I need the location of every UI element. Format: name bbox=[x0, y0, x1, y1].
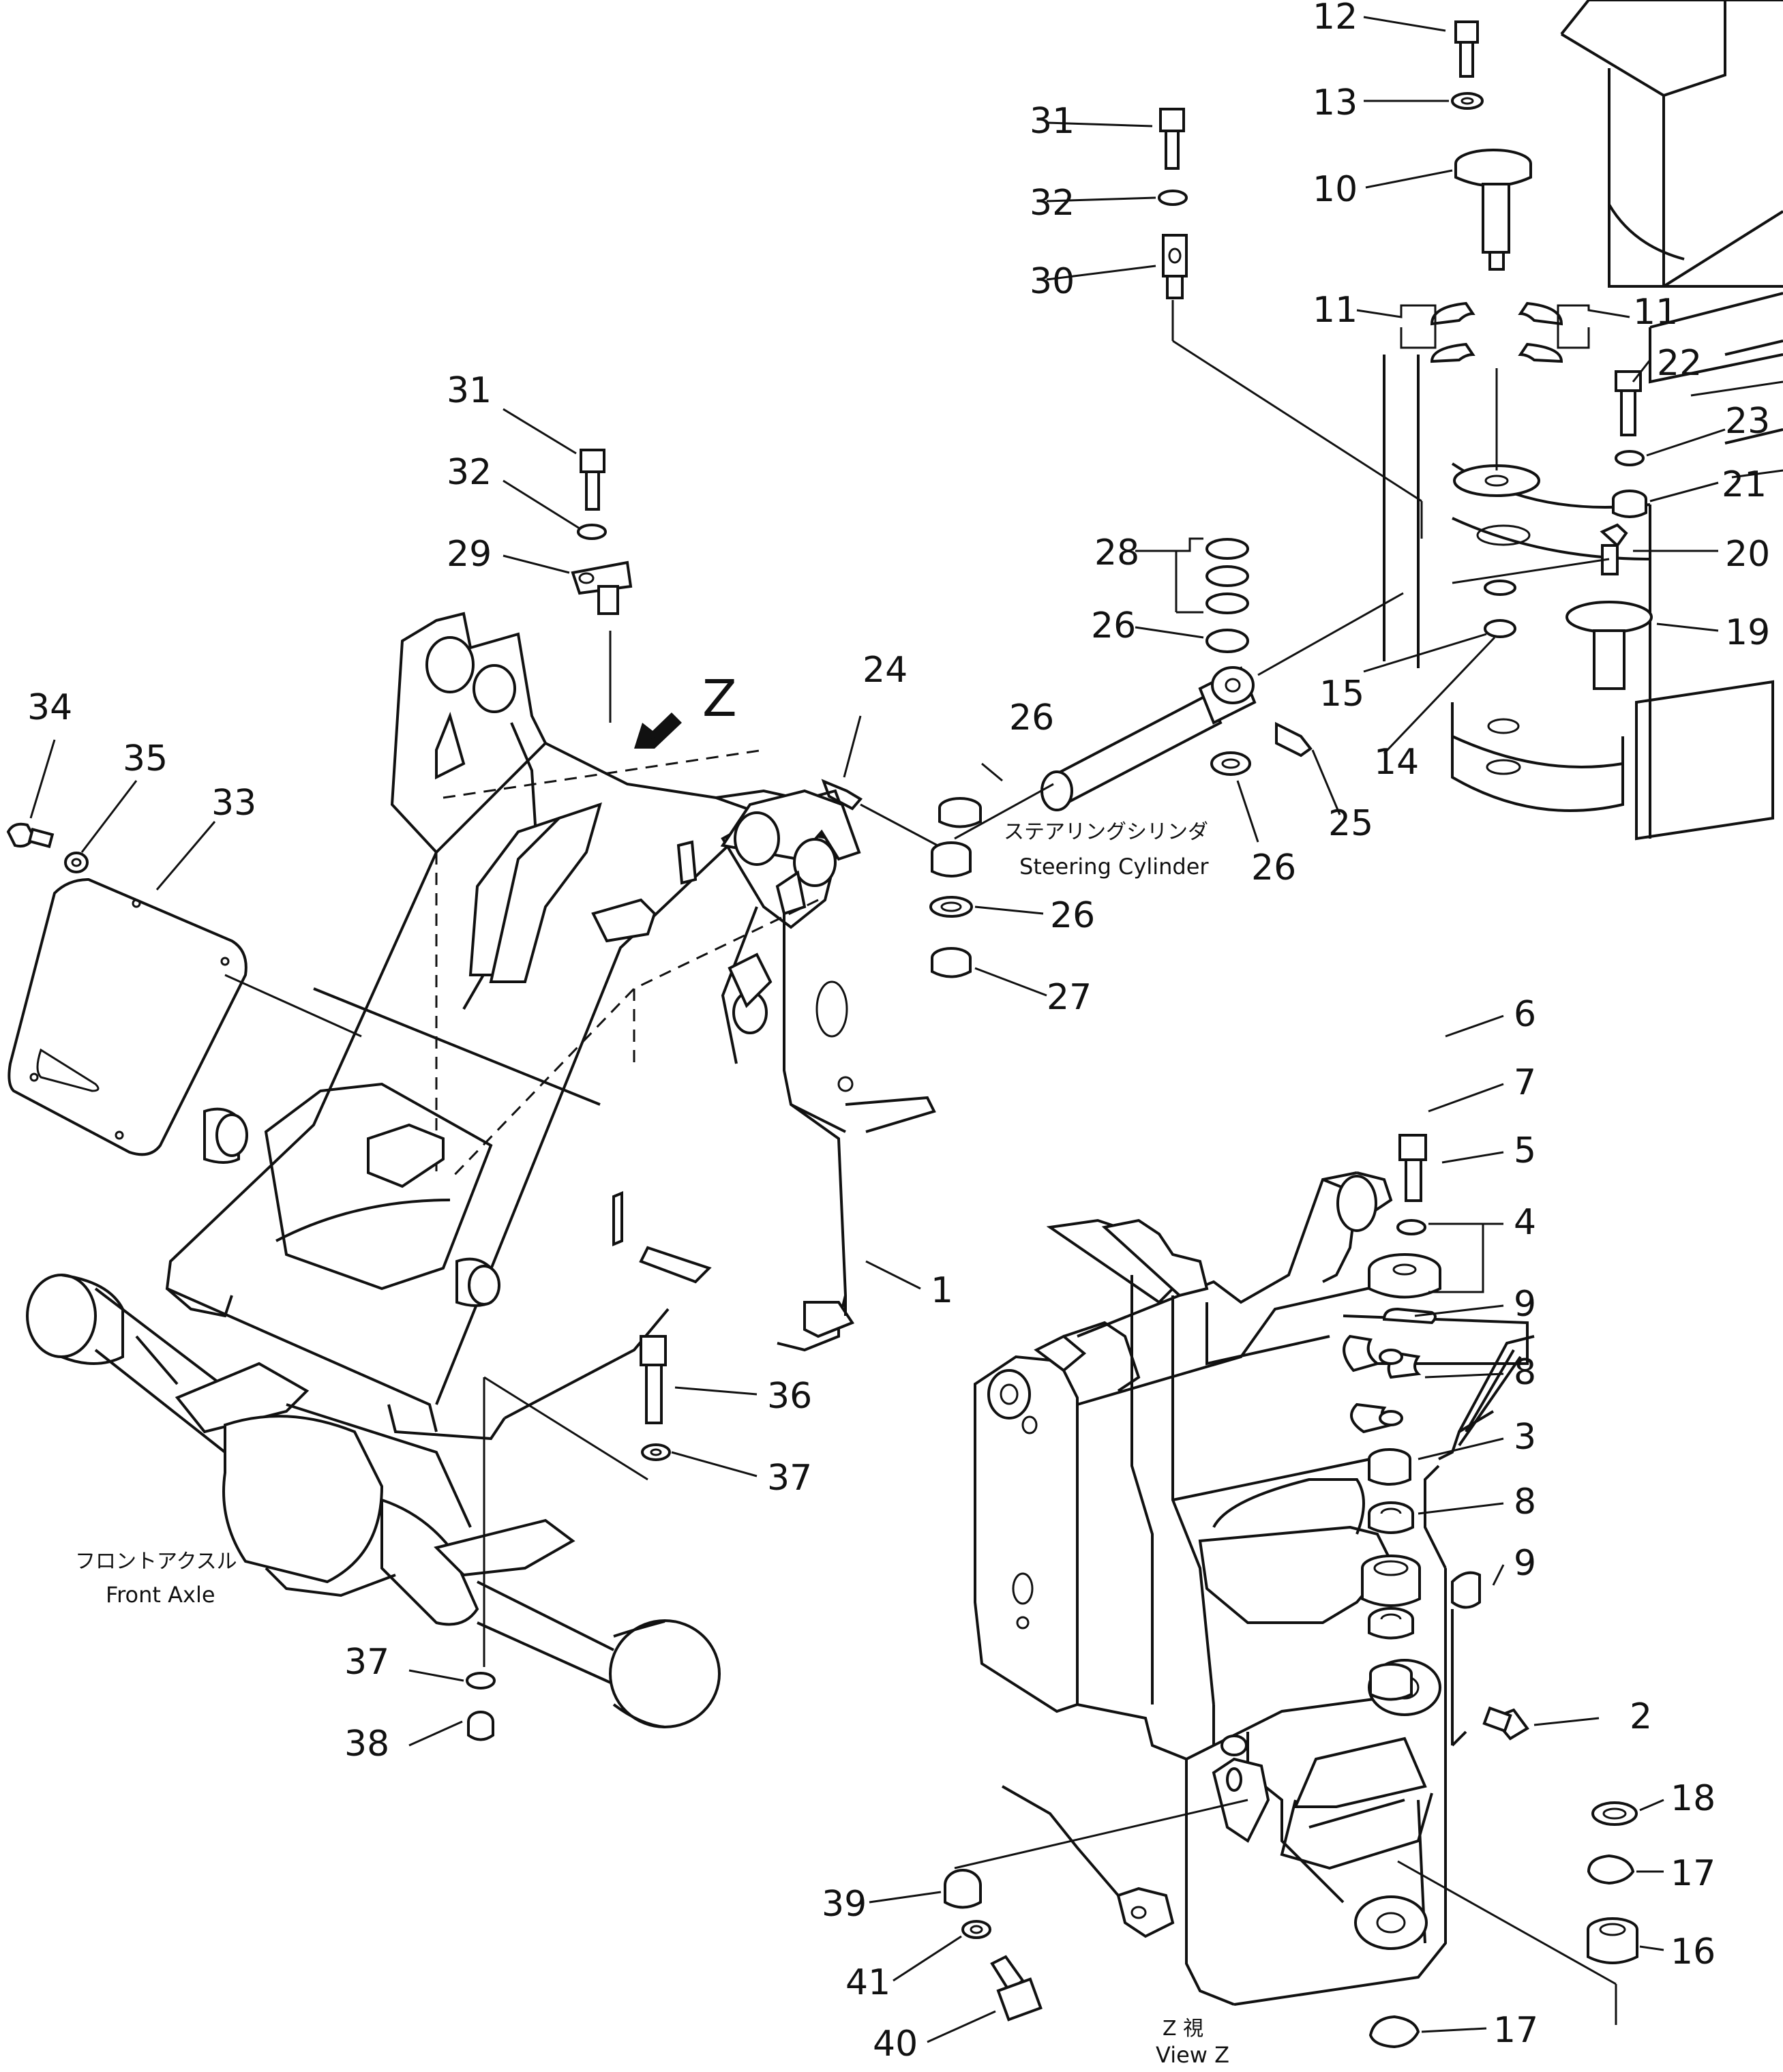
callout-11-right: 11 bbox=[1633, 292, 1678, 333]
view-z-frame bbox=[974, 1171, 1535, 2006]
cover-plate bbox=[6, 822, 362, 1156]
callout-10: 10 bbox=[1313, 169, 1358, 210]
callout-41: 41 bbox=[845, 1962, 890, 2003]
callout-17-right: 17 bbox=[1670, 1853, 1715, 1894]
callout-36: 36 bbox=[767, 1376, 812, 1417]
callout-37-lower: 37 bbox=[344, 1642, 389, 1683]
callout-9-upper: 9 bbox=[1514, 1284, 1536, 1325]
callout-15: 15 bbox=[1319, 674, 1364, 715]
callout-1: 1 bbox=[931, 1270, 953, 1311]
axle-mount-parts bbox=[466, 1335, 671, 1741]
callout-31-upper: 31 bbox=[1030, 101, 1075, 142]
callout-3: 3 bbox=[1514, 1417, 1536, 1458]
callout-37-upper: 37 bbox=[767, 1458, 812, 1499]
callout-38: 38 bbox=[344, 1724, 389, 1765]
callout-8-upper: 8 bbox=[1514, 1352, 1536, 1393]
callout-28: 28 bbox=[1094, 532, 1139, 573]
callout-39: 39 bbox=[822, 1884, 867, 1925]
front-frame-pin-parts bbox=[571, 449, 633, 723]
front-frame bbox=[165, 612, 936, 1441]
callout-2: 2 bbox=[1630, 1696, 1652, 1737]
steering-cylinder-en-label: Steering Cylinder bbox=[1019, 854, 1209, 880]
view-arrow-label: Z bbox=[702, 670, 737, 728]
leader-lines bbox=[29, 16, 1726, 2043]
callout-26-lower: 26 bbox=[1050, 895, 1095, 936]
view-z-en-label: View Z bbox=[1156, 2042, 1229, 2068]
callout-13: 13 bbox=[1313, 82, 1358, 123]
callout-27: 27 bbox=[1047, 977, 1092, 1018]
callout-20: 20 bbox=[1725, 534, 1770, 575]
callout-21: 21 bbox=[1722, 464, 1767, 505]
callout-34: 34 bbox=[27, 687, 72, 728]
upper-pin-assembly bbox=[1158, 20, 1653, 757]
steering-cylinder: ステアリングシリンダ Steering Cylinder bbox=[821, 666, 1257, 978]
callout-numbers: 12 13 10 11 11 31 32 30 22 23 21 20 19 2… bbox=[27, 0, 1770, 2065]
callout-26-right: 26 bbox=[1251, 847, 1296, 888]
callout-29: 29 bbox=[447, 534, 492, 575]
view-z-lower-parts: Z 視 View Z bbox=[944, 1799, 1638, 2068]
front-axle-en-label: Front Axle bbox=[106, 1582, 215, 1608]
callout-40: 40 bbox=[873, 2024, 918, 2065]
callout-33: 33 bbox=[211, 783, 256, 824]
callout-14: 14 bbox=[1374, 742, 1419, 783]
callout-31-lower: 31 bbox=[447, 370, 492, 411]
callout-9-lower: 9 bbox=[1514, 1543, 1536, 1584]
view-z-arrow: Z bbox=[634, 670, 737, 749]
callout-5: 5 bbox=[1514, 1130, 1536, 1171]
callout-17-bottom: 17 bbox=[1493, 2010, 1538, 2051]
callout-25: 25 bbox=[1328, 803, 1373, 844]
view-z-stacked-parts bbox=[1343, 1134, 1529, 1741]
callout-18: 18 bbox=[1670, 1778, 1715, 1819]
callout-22: 22 bbox=[1657, 343, 1702, 384]
callout-26-upper: 26 bbox=[1091, 605, 1136, 646]
callout-7: 7 bbox=[1514, 1062, 1536, 1103]
callout-24: 24 bbox=[863, 650, 908, 691]
callout-11-left: 11 bbox=[1313, 290, 1358, 331]
callout-30: 30 bbox=[1030, 261, 1075, 302]
steering-cylinder-jp-label: ステアリングシリンダ bbox=[1004, 820, 1208, 844]
callout-6: 6 bbox=[1514, 994, 1536, 1035]
front-axle-jp-label: フロントアクスル bbox=[75, 1550, 237, 1574]
callout-32-lower: 32 bbox=[447, 452, 492, 493]
callout-12: 12 bbox=[1313, 0, 1358, 37]
callout-8-lower: 8 bbox=[1514, 1482, 1536, 1522]
callout-35: 35 bbox=[123, 738, 168, 779]
callout-4: 4 bbox=[1514, 1202, 1536, 1243]
callout-19: 19 bbox=[1725, 612, 1770, 653]
callout-26-top: 26 bbox=[1009, 697, 1054, 738]
callout-16: 16 bbox=[1670, 1932, 1715, 1972]
callout-23: 23 bbox=[1725, 401, 1770, 442]
view-z-jp-label: Z 視 bbox=[1163, 2017, 1203, 2041]
front-axle: フロントアクスル Front Axle bbox=[26, 1274, 721, 1728]
rear-frame bbox=[1383, 0, 1783, 841]
callout-32-upper: 32 bbox=[1030, 183, 1075, 224]
